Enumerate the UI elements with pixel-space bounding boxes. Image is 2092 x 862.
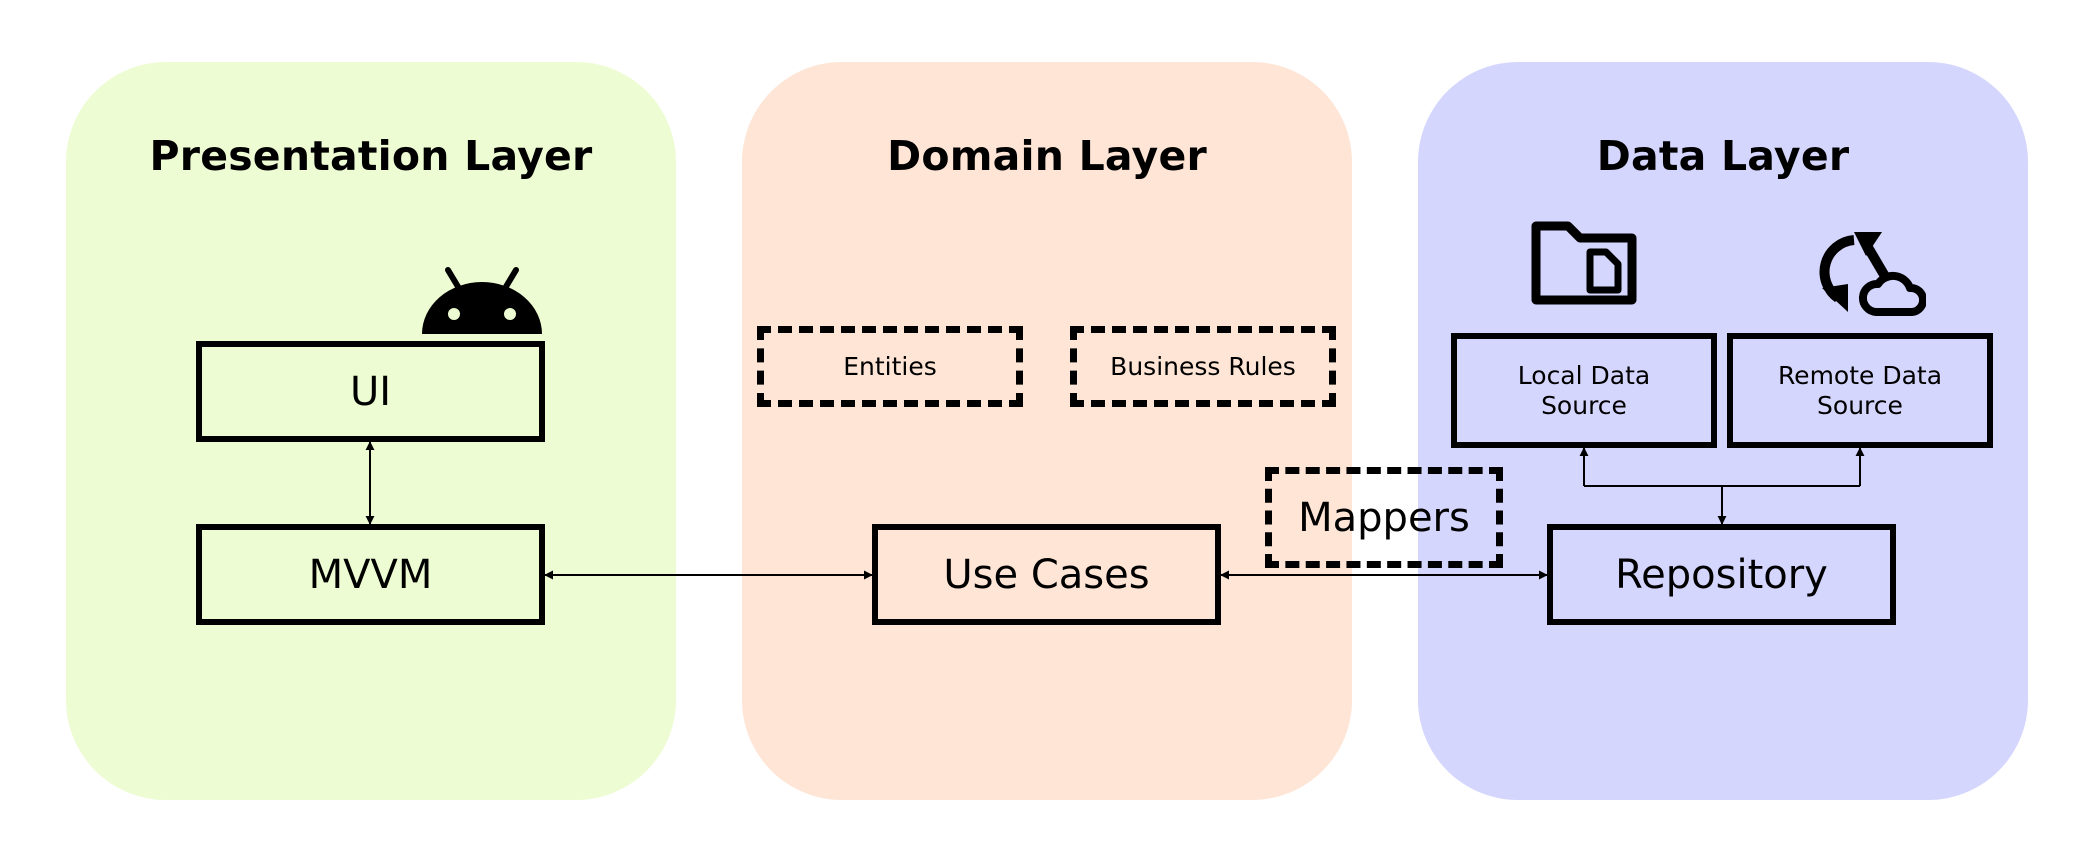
domain-layer-title: Domain Layer [887, 132, 1207, 180]
data-layer-title: Data Layer [1596, 132, 1850, 180]
domain-layer-panel [742, 62, 1352, 800]
ui-node: UI [196, 341, 545, 442]
mappers-node: Mappers [1265, 467, 1503, 568]
repository-node: Repository [1547, 524, 1896, 625]
remote-data-source-node: Remote Data Source [1727, 333, 1993, 448]
data-layer-panel [1418, 62, 2028, 800]
android-icon [422, 267, 542, 334]
entities-node: Entities [757, 326, 1023, 407]
mvvm-node: MVVM [196, 524, 545, 625]
folder-file-icon [1531, 221, 1637, 305]
presentation-layer-title: Presentation Layer [149, 132, 593, 180]
use-cases-node: Use Cases [872, 524, 1221, 625]
local-data-source-node: Local Data Source [1451, 333, 1717, 448]
presentation-layer-panel [66, 62, 676, 800]
cloud-sync-icon [1819, 232, 1926, 316]
business-rules-node: Business Rules [1070, 326, 1336, 407]
